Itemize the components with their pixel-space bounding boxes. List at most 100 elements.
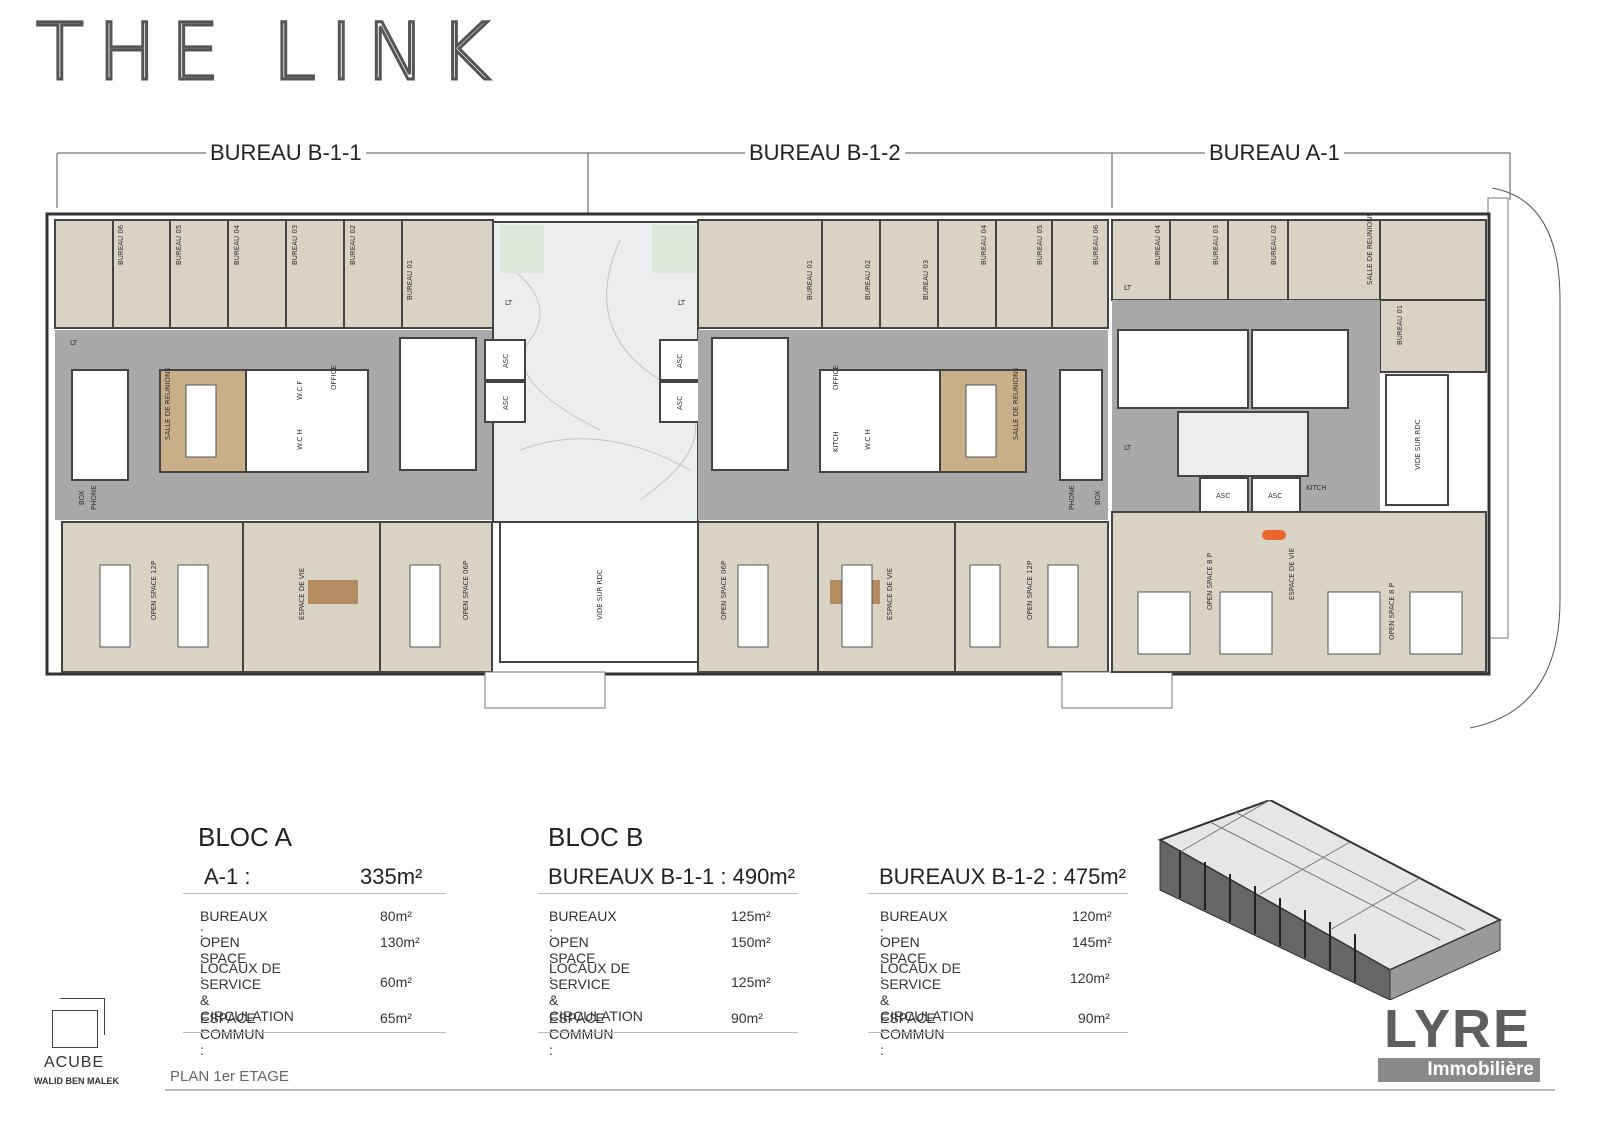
bloc-a-row-2-value: 60m² — [380, 974, 412, 990]
page-title: THE LINK — [34, 8, 505, 98]
room-label-vide-2: VIDE SUR RDC — [1414, 419, 1422, 470]
bloc-a-separator-bottom — [183, 1032, 446, 1033]
room-label-office: OFFICE — [330, 365, 338, 390]
room-label-kitch-a1: KITCH — [1306, 484, 1327, 492]
bloc-b11-subhead: BUREAUX B-1-1 : 490m² — [548, 864, 795, 889]
room-label-a1-bureau03: BUREAU 03 — [1212, 225, 1220, 265]
room-label-b11-bureau06: BUREAU 06 — [117, 224, 125, 265]
bloc-b11-row-1-key: OPEN SPACE : — [549, 934, 596, 982]
bloc-a-row-3-key: ESPACE COMMUN : — [200, 1010, 265, 1058]
block-b12 — [697, 219, 1173, 709]
room-label-wch: W.C H — [296, 429, 304, 450]
bloc-b12-separator-bottom — [868, 1032, 1128, 1033]
room-label-b12-bureau05: BUREAU 05 — [1036, 225, 1044, 265]
room-label-b12-bureau02: BUREAU 02 — [864, 260, 872, 300]
room-label-b11-bureau03: BUREAU 03 — [291, 225, 299, 265]
bloc-b12-separator-top — [868, 893, 1128, 894]
room-label-b12-bureau04: BUREAU 04 — [980, 224, 988, 265]
architect-name: ACUBE — [44, 1054, 105, 1071]
room-label-b12-bureau06: BUREAU 06 — [1092, 224, 1100, 265]
room-label-wcf: W.C F — [296, 381, 304, 400]
bloc-a-row-0-key: BUREAUX : — [200, 908, 268, 940]
bloc-b11-row-0-key: BUREAUX : — [549, 908, 617, 940]
room-label-open08-2: OPEN SPACE 8 P — [1388, 583, 1396, 640]
room-label-lt-1: LT — [70, 339, 78, 347]
bloc-b-title: BLOC B — [548, 822, 644, 852]
section-label-b12: BUREAU B-1-2 — [745, 140, 905, 166]
building-3d-view — [1157, 800, 1503, 1000]
bloc-b11-row-2-value: 125m² — [731, 974, 771, 990]
bloc-a-row-1-key: OPEN SPACE : — [200, 934, 247, 982]
room-label-open12-2: OPEN SPACE 12P — [1026, 561, 1034, 620]
bloc-b11-row-1-value: 150m² — [731, 934, 771, 950]
room-label-open06-2: OPEN SPACE 06P — [720, 561, 728, 620]
room-label-open12-1: OPEN SPACE 12P — [150, 561, 158, 620]
brand-subtitle: Immobilière — [1378, 1058, 1540, 1082]
room-label-lt-4: LT — [1124, 284, 1132, 292]
room-label-asc-3: ASC — [676, 354, 684, 368]
room-label-asc-5: ASC — [1216, 492, 1230, 500]
room-label-open08-1: OPEN SPACE 8 P — [1206, 553, 1214, 610]
room-label-office-b12: OFFICE — [832, 365, 840, 390]
bloc-a-subhead-value: 335m² — [360, 864, 423, 889]
room-label-asc-6: ASC — [1268, 492, 1282, 500]
bloc-b11-row-2-key: LOCAUX DE SERVICE & CIRCULATION : — [549, 960, 643, 1040]
room-label-wch-b12: W.C H — [864, 429, 872, 450]
room-label-lt-3: LT — [678, 299, 686, 307]
bloc-b12-row-2-value: 120m² — [1070, 970, 1110, 986]
bloc-b12-subhead: BUREAUX B-1-2 : 475m² — [879, 864, 1126, 889]
bloc-b12-row-1-key: OPEN SPACE : — [880, 934, 927, 982]
workstations — [99, 384, 1463, 655]
bloc-a-row-0-value: 80m² — [380, 908, 412, 924]
room-label-a1-bureau04: BUREAU 04 — [1154, 224, 1162, 265]
acube-logo-frame-back — [60, 998, 105, 1035]
room-label-kitch-b12: KITCH — [832, 431, 840, 452]
room-label-asc-2: ASC — [502, 396, 510, 410]
bloc-b12-row-3-value: 90m² — [1078, 1010, 1110, 1026]
room-label-box-1: BOX — [78, 490, 86, 505]
room-label-a1-salle-reunions: SALLE DE REUNIONS — [1366, 212, 1374, 285]
room-label-espace-vie-3: ESPACE DE VIE — [1288, 548, 1296, 600]
room-label-lt-2: LT — [505, 299, 513, 307]
bloc-b12-row-1-value: 145m² — [1072, 934, 1112, 950]
room-label-phone-1: PHONE — [90, 485, 98, 510]
room-label-vide-1: VIDE SUR RDC — [596, 569, 604, 620]
bloc-a-subhead-label: A-1 : — [204, 864, 251, 889]
room-label-b11-bureau05: BUREAU 05 — [175, 225, 183, 265]
room-label-espace-vie-2: ESPACE DE VIE — [886, 568, 894, 620]
room-label-box-2: BOX — [1094, 490, 1102, 505]
room-label-b12-bureau01: BUREAU 01 — [806, 260, 814, 300]
bloc-a-separator-top — [183, 893, 446, 894]
bloc-a-row-2-key: LOCAUX DE SERVICE & CIRCULATION : — [200, 960, 294, 1040]
atrium — [484, 221, 701, 709]
floor-plan: BUREAU 06 BUREAU 05 BUREAU 04 BUREAU 03 … — [45, 152, 1561, 729]
room-label-a1-bureau01: BUREAU 01 — [1396, 305, 1404, 345]
room-label-phone-2: PHONE — [1068, 485, 1076, 510]
room-label-b11-bureau04: BUREAU 04 — [233, 224, 241, 265]
section-label-b11: BUREAU B-1-1 — [206, 140, 366, 166]
brand-logo: LYRE — [1384, 999, 1532, 1059]
bloc-b11-row-3-key: ESPACE COMMUN : — [549, 1010, 614, 1058]
room-label-a1-bureau02: BUREAU 02 — [1270, 225, 1278, 265]
bloc-a-title: BLOC A — [198, 822, 292, 852]
section-label-a1: BUREAU A-1 — [1205, 140, 1344, 166]
bloc-b12-row-2-key: LOCAUX DE SERVICE & CIRCULATION : — [880, 960, 974, 1040]
bloc-b11-separator-bottom — [538, 1032, 798, 1033]
balcony-strip — [1487, 197, 1509, 639]
room-label-b11-bureau01: BUREAU 01 — [406, 260, 414, 300]
bloc-b12-row-0-key: BUREAUX : — [880, 908, 948, 940]
room-label-lt-5: LT — [1124, 444, 1132, 452]
plan-name: PLAN 1er ETAGE — [170, 1068, 289, 1085]
bloc-a-row-3-value: 65m² — [380, 1010, 412, 1026]
bloc-b11-row-3-value: 90m² — [731, 1010, 763, 1026]
room-label-b12-bureau03: BUREAU 03 — [922, 260, 930, 300]
room-label-asc-4: ASC — [676, 396, 684, 410]
bloc-a-row-1-value: 130m² — [380, 934, 420, 950]
room-label-b11-bureau02: BUREAU 02 — [349, 225, 357, 265]
room-label-asc-1: ASC — [502, 354, 510, 368]
room-label-meeting-b12: SALLE DE REUNIONS — [1012, 367, 1020, 440]
bloc-b12-row-3-key: ESPACE COMMUN : — [880, 1010, 945, 1058]
facade-curve — [1469, 187, 1561, 729]
footer-line — [165, 1089, 1555, 1091]
acube-logo-frame — [52, 1010, 98, 1048]
